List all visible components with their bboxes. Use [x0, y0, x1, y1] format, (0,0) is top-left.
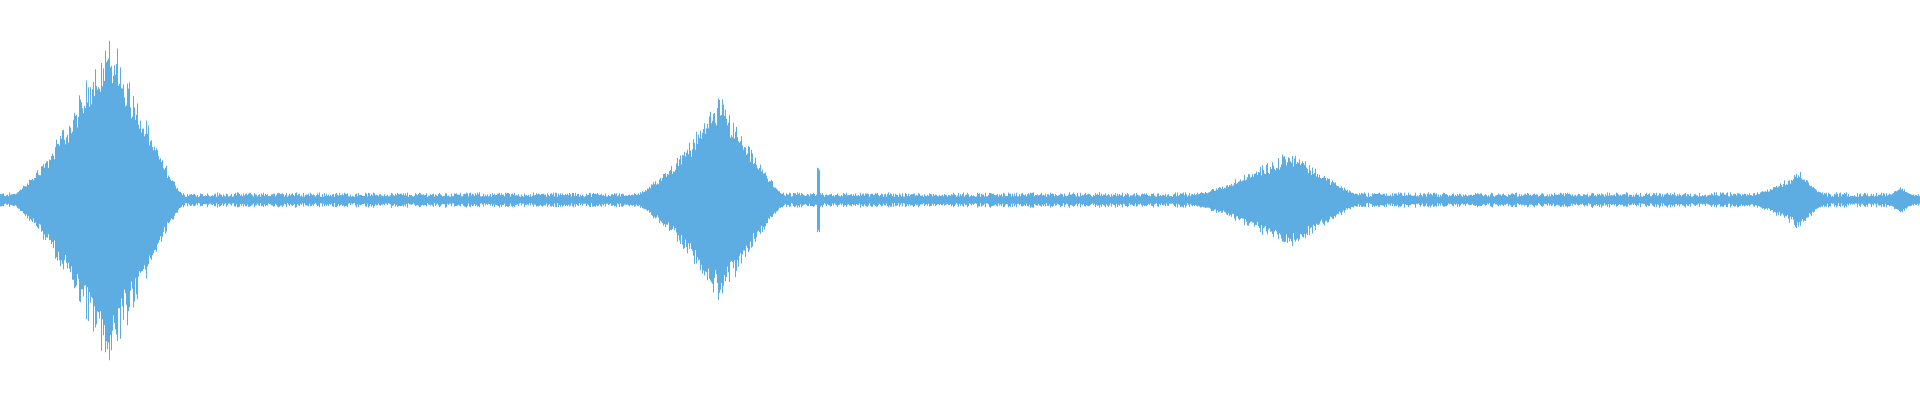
waveform-path	[0, 40, 1920, 361]
waveform-samples	[0, 40, 1920, 361]
